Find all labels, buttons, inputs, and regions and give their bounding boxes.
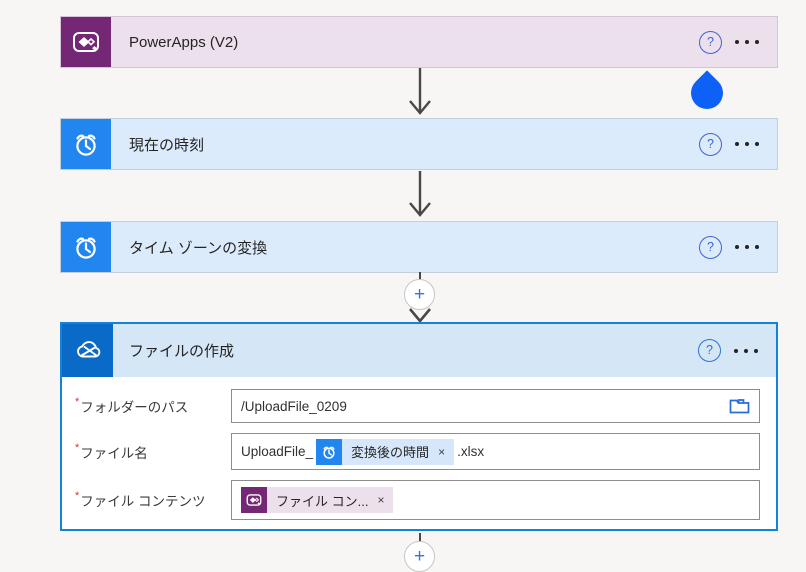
help-icon[interactable]: ? bbox=[698, 339, 721, 362]
connector-arrow bbox=[409, 68, 431, 115]
trigger-card-powerapps[interactable]: PowerApps (V2) ? bbox=[60, 16, 778, 68]
trigger-title: PowerApps (V2) bbox=[129, 33, 239, 51]
more-icon[interactable] bbox=[735, 138, 759, 150]
file-name-prefix: UploadFile_ bbox=[241, 444, 314, 459]
field-row-file-content: *ファイル コンテンツ ファイル コン... × bbox=[75, 480, 760, 520]
folder-picker-icon[interactable] bbox=[729, 397, 750, 415]
action-title: タイム ゾーンの変換 bbox=[129, 239, 268, 257]
help-icon[interactable]: ? bbox=[699, 132, 722, 156]
connector-line bbox=[419, 272, 422, 281]
alarm-clock-icon bbox=[61, 119, 111, 169]
token-close-icon[interactable]: × bbox=[438, 444, 446, 459]
more-icon[interactable] bbox=[734, 345, 758, 357]
powerapps-icon bbox=[241, 487, 267, 513]
insert-step-button[interactable]: + bbox=[404, 541, 435, 572]
dynamic-token-converted-time[interactable]: 変換後の時間 × bbox=[316, 438, 455, 465]
alarm-clock-icon bbox=[61, 222, 111, 272]
field-row-folder-path: *フォルダーのパス /UploadFile_0209 bbox=[75, 389, 760, 423]
folder-path-input[interactable]: /UploadFile_0209 bbox=[231, 389, 760, 423]
connector-arrowhead bbox=[409, 308, 431, 323]
token-close-icon[interactable]: × bbox=[377, 493, 385, 507]
action-card-convert-timezone[interactable]: タイム ゾーンの変換 ? bbox=[60, 221, 778, 273]
token-label: ファイル コン... bbox=[276, 493, 369, 509]
connector-arrow bbox=[409, 171, 431, 217]
file-name-label: *ファイル名 bbox=[75, 441, 148, 461]
action-card-create-file: ファイルの作成 ? *フォルダーのパス /UploadFile_0209 bbox=[60, 322, 778, 531]
create-file-body: *フォルダーのパス /UploadFile_0209 *ファイル名 Upload… bbox=[62, 377, 776, 530]
required-asterisk: * bbox=[75, 396, 80, 408]
required-asterisk: * bbox=[75, 441, 80, 454]
connector-line bbox=[419, 533, 422, 542]
create-file-header[interactable]: ファイルの作成 ? bbox=[62, 324, 776, 377]
onedrive-icon bbox=[62, 324, 113, 377]
more-icon[interactable] bbox=[735, 241, 759, 253]
action-card-current-time[interactable]: 現在の時刻 ? bbox=[60, 118, 778, 170]
required-asterisk: * bbox=[75, 490, 80, 502]
help-icon[interactable]: ? bbox=[699, 235, 722, 259]
touch-cursor-icon bbox=[684, 70, 730, 116]
file-content-input[interactable]: ファイル コン... × bbox=[231, 480, 760, 520]
insert-step-button[interactable]: + bbox=[404, 279, 435, 310]
file-name-input[interactable]: UploadFile_ 変換後の時間 × bbox=[231, 433, 760, 470]
folder-path-value: /UploadFile_0209 bbox=[241, 398, 347, 414]
file-content-label: *ファイル コンテンツ bbox=[75, 490, 206, 509]
alarm-clock-icon bbox=[316, 438, 343, 465]
create-file-title: ファイルの作成 bbox=[129, 343, 235, 360]
powerapps-icon bbox=[61, 17, 111, 67]
field-row-file-name: *ファイル名 UploadFile_ 変換後の時間 bbox=[75, 433, 760, 470]
help-icon[interactable]: ? bbox=[699, 30, 722, 54]
token-label: 変換後の時間 bbox=[351, 445, 430, 460]
action-title: 現在の時刻 bbox=[129, 136, 205, 154]
file-name-suffix: .xlsx bbox=[457, 444, 485, 459]
more-icon[interactable] bbox=[735, 36, 759, 48]
dynamic-token-file-content[interactable]: ファイル コン... × bbox=[241, 487, 394, 513]
folder-path-label: *フォルダーのパス bbox=[75, 396, 189, 415]
